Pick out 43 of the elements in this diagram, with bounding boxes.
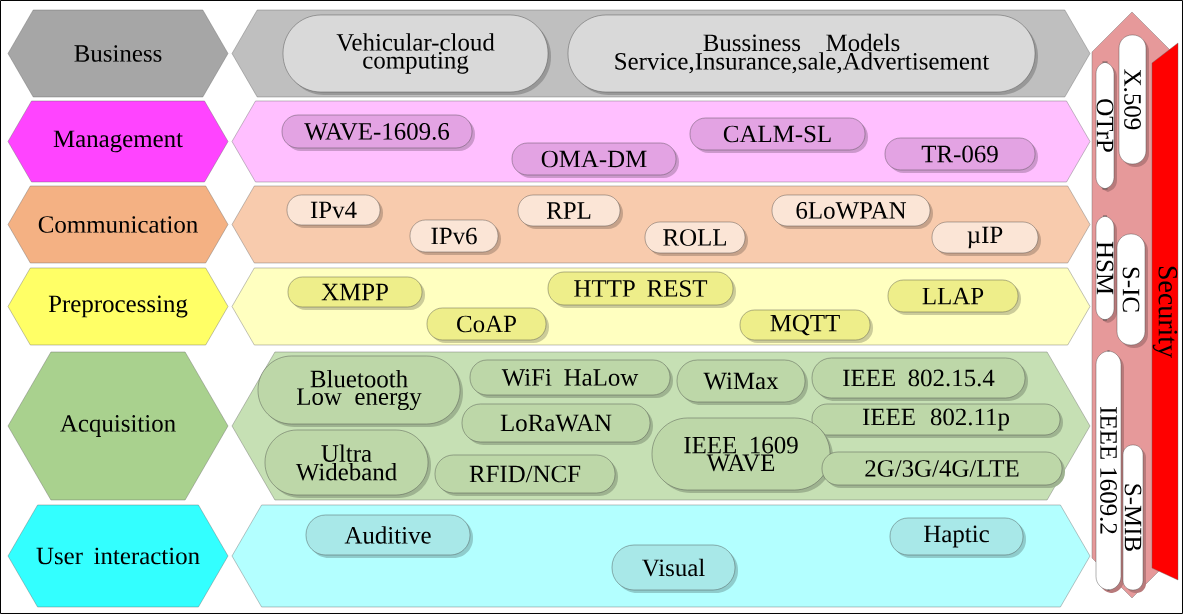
tag-pill: Haptic bbox=[889, 517, 1026, 558]
tag-pill: µIP bbox=[931, 221, 1041, 256]
security-bar: Security bbox=[1151, 42, 1179, 581]
tag-pill: WiMax bbox=[676, 359, 808, 405]
layer-label: Business bbox=[7, 9, 229, 98]
tag-pill: RPL bbox=[517, 194, 623, 229]
tag-pill: LoRaWAN bbox=[461, 403, 653, 445]
tag-pill: S-MIB bbox=[1122, 444, 1146, 593]
tag-pill: ROLL bbox=[644, 221, 748, 256]
tag-pill: MQTT bbox=[739, 309, 873, 343]
tag-pill: IEEE 802.15.4 bbox=[811, 357, 1028, 401]
tag-pill: Bluetooth Low energy bbox=[257, 355, 463, 427]
tag-pill: CALM-SL bbox=[689, 117, 868, 153]
tag-pill: WAVE-1609.6 bbox=[281, 114, 475, 151]
tag-pill: Vehicular-cloud computing bbox=[282, 14, 551, 95]
tag-pill: 6LoWPAN bbox=[771, 194, 933, 229]
tag-pill: CoAP bbox=[426, 307, 549, 343]
tag-pill: X.509 bbox=[1118, 34, 1149, 167]
tag-pill: HSM bbox=[1095, 215, 1117, 323]
tag-pill: Bussiness Models Service,Insurance,sale,Advertisement bbox=[567, 14, 1038, 95]
tag-pill: Ultra Wideband bbox=[264, 429, 431, 498]
tag-pill: XMPP bbox=[287, 276, 425, 310]
tag-pill: WiFi HaLow bbox=[469, 359, 673, 398]
tag-pill: IEEE 1609.2 bbox=[1095, 350, 1124, 593]
layer-label: User interaction bbox=[7, 504, 229, 608]
tag-pill: IPv6 bbox=[409, 219, 501, 255]
tag-pill: TR-069 bbox=[884, 137, 1038, 173]
tag-pill: RFID/NCF bbox=[434, 454, 618, 496]
tag-pill: Visual bbox=[611, 544, 738, 593]
tag-pill: LLAP bbox=[887, 279, 1021, 315]
layer-label: Preprocessing bbox=[7, 267, 229, 346]
tag-pill: 2G/3G/4G/LTE bbox=[821, 451, 1065, 488]
tag-pill: IEEE 802.11p bbox=[811, 403, 1063, 438]
tag-pill: HTTP REST bbox=[547, 271, 736, 308]
layer-label: Acquisition bbox=[7, 351, 229, 501]
layer-label: Management bbox=[7, 100, 229, 183]
tag-pill: IPv4 bbox=[286, 194, 383, 228]
layer-label: Communication bbox=[7, 185, 229, 264]
tag-pill: OMA-DM bbox=[511, 142, 679, 178]
tag-pill: Auditive bbox=[305, 514, 473, 558]
tag-pill: S-IC bbox=[1116, 233, 1148, 348]
tag-pill: OTrP bbox=[1095, 61, 1117, 192]
tag-pill: IEEE 1609 WAVE bbox=[651, 417, 833, 493]
